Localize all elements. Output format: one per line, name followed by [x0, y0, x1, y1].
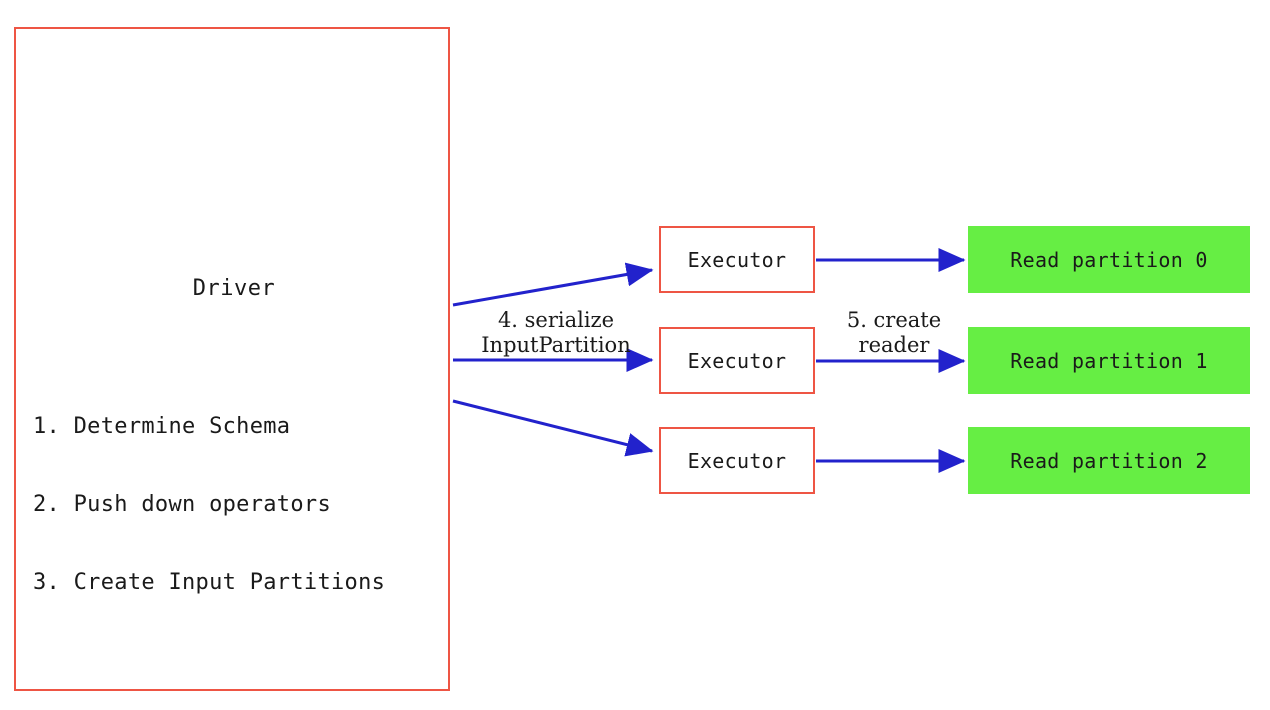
- edge-label-serialize-line1: 4. serialize: [497, 308, 615, 332]
- executor-box-2: Executor: [659, 427, 815, 494]
- edge-label-create-reader-line2: reader: [858, 333, 930, 357]
- edge-label-create-reader-line1: 5. create: [846, 308, 942, 332]
- driver-step-3: 3. Create Input Partitions: [33, 570, 386, 595]
- driver-box: Driver 1. Determine Schema 2. Push down …: [14, 27, 450, 691]
- partition-box-0: Read partition 0: [968, 226, 1250, 293]
- driver-step-1: 1. Determine Schema: [33, 414, 291, 439]
- partition-box-1: Read partition 1: [968, 327, 1250, 394]
- driver-title: Driver: [192, 276, 276, 301]
- edge-label-create-reader: 5. create reader: [820, 308, 968, 358]
- executor-box-1: Executor: [659, 327, 815, 394]
- arrow-driver-to-executor-0: [452, 262, 654, 307]
- executor-box-0: Executor: [659, 226, 815, 293]
- edge-label-serialize: 4. serialize InputPartition: [458, 308, 654, 358]
- edge-label-serialize-line2: InputPartition: [481, 333, 631, 357]
- arrow-driver-to-executor-2: [452, 399, 654, 457]
- driver-step-2: 2. Push down operators: [33, 492, 331, 517]
- partition-box-2: Read partition 2: [968, 427, 1250, 494]
- driver-steps-list: 1. Determine Schema 2. Push down operato…: [33, 362, 385, 648]
